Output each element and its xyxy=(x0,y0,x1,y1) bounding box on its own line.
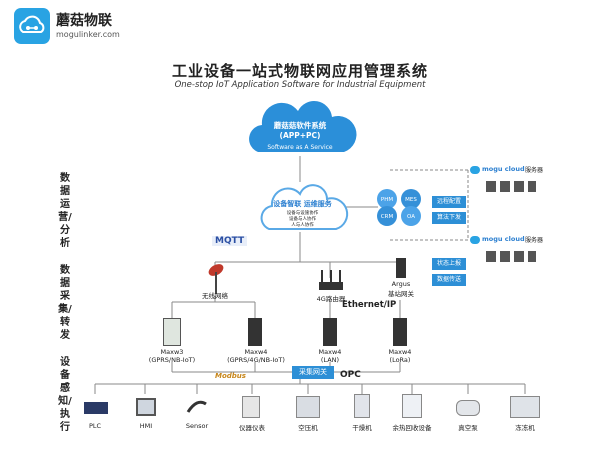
gateway-2-name: Maxw4 xyxy=(244,348,268,356)
chiller-icon xyxy=(510,396,540,418)
router-label: 4G路由器 xyxy=(316,295,346,303)
action-tag-algorithm: 算法下发 xyxy=(432,212,466,224)
mogu-cloud-suffix: 服务器 xyxy=(525,237,544,244)
gateway-1-name: Maxw3 xyxy=(160,348,184,356)
gateway-4-sub: (LoRa) xyxy=(389,356,411,364)
gateway-device-2 xyxy=(248,318,262,346)
side-label-data-analysis: 数据运营/分析 xyxy=(58,173,72,249)
saas-cloud xyxy=(240,100,360,158)
compressor-icon xyxy=(296,396,320,418)
modbus-label: Modbus xyxy=(215,372,246,380)
mogu-cloud-server-top: mogu cloud 服务器 xyxy=(470,164,590,178)
server-rack-icon xyxy=(486,178,536,192)
argus-name: Argus xyxy=(391,280,411,288)
ops-service-line1: 设备与设施协作 xyxy=(286,211,319,216)
side-label-device-exec: 设备感知/执行 xyxy=(58,357,72,433)
vacuum-pump-icon xyxy=(456,400,480,416)
device-plc: PLC xyxy=(88,422,102,430)
collect-gateway-tag: 采集网关 xyxy=(292,366,334,379)
service-crm: CRM xyxy=(380,214,394,220)
wireless-label: 无线网络 xyxy=(202,292,228,300)
satellite-dish-icon xyxy=(205,260,227,296)
cloud-shape-icon xyxy=(249,101,357,152)
mogu-cloud-brand: mogu cloud xyxy=(482,165,525,173)
brand-url: mogulinker.com xyxy=(56,30,120,39)
gateway-2-sub: (GPRS/4G/NB-IoT) xyxy=(227,356,285,364)
action-tag-remote-config: 远程配置 xyxy=(432,196,466,208)
service-oa: OA xyxy=(407,214,415,220)
router-icon xyxy=(318,270,344,292)
ops-service-cloud xyxy=(255,182,350,234)
saas-cloud-subtitle: Software as A Service xyxy=(267,144,333,151)
diagram-title: 工业设备一站式物联网应用管理系统 xyxy=(171,62,428,80)
mogu-cloud-brand: mogu cloud xyxy=(482,235,525,243)
mqtt-label: MQTT xyxy=(212,236,248,246)
gateway-device-4 xyxy=(393,318,407,346)
brand-logo xyxy=(14,8,50,44)
sensor-icon xyxy=(186,398,208,416)
side-label-data-collect: 数据采集/转发 xyxy=(58,265,72,341)
service-mes: MES xyxy=(405,197,417,203)
gateway-3-name: Maxw4 xyxy=(318,348,342,356)
heat-recovery-icon xyxy=(402,394,422,418)
opc-label: OPC xyxy=(340,370,361,380)
mogu-cloud-icon xyxy=(470,236,480,244)
dryer-icon xyxy=(354,394,370,418)
diagram-subtitle: One-stop IoT Application Software for In… xyxy=(174,80,426,90)
device-sensor: Sensor xyxy=(185,422,209,430)
server-rack-icon xyxy=(486,248,536,262)
ops-service-line2: 设备与人协作 xyxy=(289,217,316,222)
cloud-outline-icon xyxy=(260,184,349,230)
ops-service-title: 设备智联 运维服务 xyxy=(273,200,332,208)
gateway-device-3 xyxy=(323,318,337,346)
service-phm: PHM xyxy=(380,197,394,203)
meter-icon xyxy=(242,396,260,418)
hmi-icon xyxy=(136,398,156,416)
gateway-3-sub: (LAN) xyxy=(320,356,340,364)
mogu-cloud-icon xyxy=(470,166,480,174)
device-hmi: HMI xyxy=(139,422,153,430)
device-chiller: 冻冻机 xyxy=(515,424,535,432)
gateway-device-1 xyxy=(163,318,181,346)
argus-sub: 基站网关 xyxy=(388,290,414,298)
saas-cloud-app-pc: (APP+PC) xyxy=(279,131,321,140)
cloud-network-icon xyxy=(19,15,45,33)
gateway-1-sub: (GPRS/NB-IoT) xyxy=(148,356,196,364)
device-dryer: 干燥机 xyxy=(352,424,372,432)
action-tag-data: 数据传送 xyxy=(432,274,466,286)
mogu-cloud-suffix: 服务器 xyxy=(525,167,544,174)
mogu-cloud-server-bottom: mogu cloud 服务器 xyxy=(470,234,590,248)
saas-cloud-title: 蘑菇菇软件系统 xyxy=(273,121,327,130)
argus-gateway-icon xyxy=(396,258,406,278)
action-tag-status: 状态上报 xyxy=(432,258,466,270)
service-cluster xyxy=(376,188,426,226)
device-meter: 仪器仪表 xyxy=(239,424,265,432)
gateway-4-name: Maxw4 xyxy=(388,348,412,356)
plc-icon xyxy=(84,402,108,414)
device-vacuum-pump: 真空泵 xyxy=(458,424,478,432)
device-compressor: 空压机 xyxy=(298,424,318,432)
ops-service-line3: 人与人协作 xyxy=(291,223,314,228)
device-heat-recovery: 余热回收设备 xyxy=(392,424,432,432)
brand-name: 蘑菇物联 xyxy=(56,13,112,29)
ethernet-label: Ethernet/IP xyxy=(342,300,397,310)
